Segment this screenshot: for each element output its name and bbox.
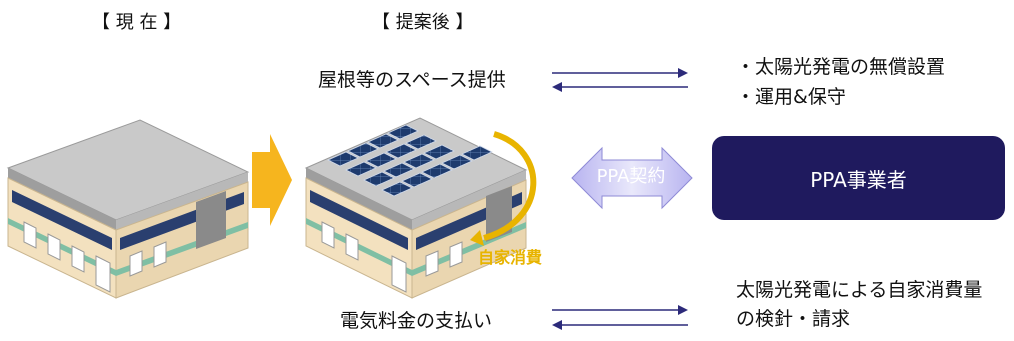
- top-right-line-2: ・運用&保守: [736, 86, 846, 108]
- bottom-left-text: 電気料金の支払い: [340, 310, 493, 332]
- building-current: [6, 119, 250, 299]
- header-proposed: 【 提案後 】: [372, 12, 474, 33]
- self-consumption-label: 自家消費: [478, 248, 543, 267]
- bottom-right-line-2: の検針・請求: [736, 308, 851, 330]
- building-proposed: [304, 117, 528, 299]
- top-left-text: 屋根等のスペース提供: [318, 69, 506, 91]
- top-right-line-1: ・太陽光発電の無償設置: [736, 56, 946, 78]
- header-current: 【 現 在 】: [92, 12, 182, 33]
- self-consumption-arrow: [483, 131, 537, 241]
- ppa-operator-label: PPA事業者: [810, 167, 907, 192]
- ppa-contract-arrow: [571, 146, 693, 210]
- top-flow-arrows: [552, 68, 688, 92]
- ppa-contract-label: PPA契約: [596, 166, 666, 187]
- transition-arrow: [252, 134, 292, 226]
- bottom-flow-arrows: [552, 305, 688, 330]
- bottom-right-line-1: 太陽光発電による自家消費量: [736, 279, 983, 301]
- solar-panels: [327, 124, 493, 197]
- ppa-operator-box: PPA事業者: [712, 136, 1005, 220]
